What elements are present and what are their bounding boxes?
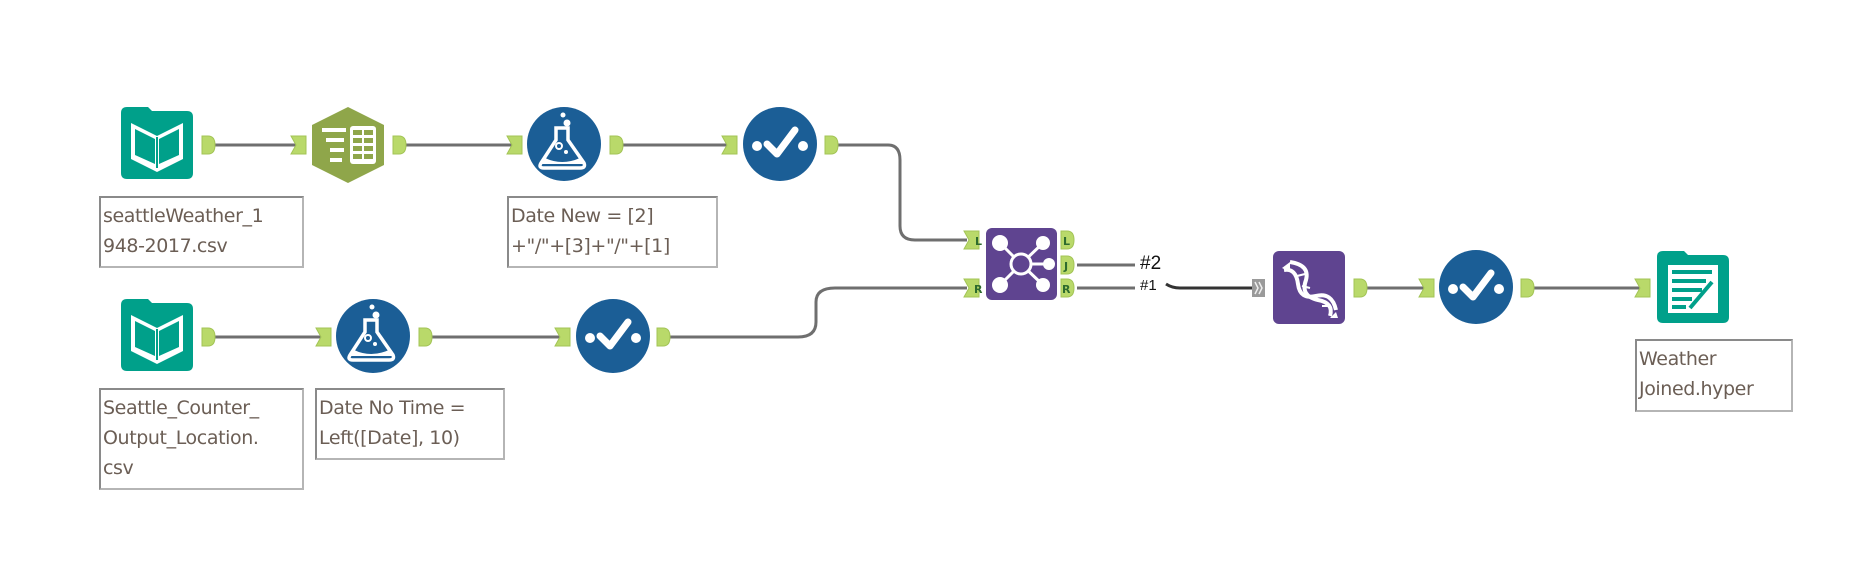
flask-icon [336, 299, 410, 373]
output-anchor[interactable] [201, 135, 216, 155]
svg-text:J: J [1063, 260, 1068, 273]
input-data-tool-2[interactable] [121, 299, 216, 371]
auto-field-tool[interactable] [1252, 251, 1368, 324]
connection-join-to-autofield[interactable] [1165, 282, 1255, 290]
output-data-tool[interactable] [1634, 251, 1729, 323]
connection-label-r: #1 [1140, 277, 1157, 294]
table-columns-icon [312, 107, 384, 183]
input-data-tool-1[interactable] [121, 107, 216, 179]
output-anchor[interactable] [824, 135, 839, 155]
input-2-annotation: Seattle_Counter_ Output_Location. csv [99, 388, 304, 490]
output-anchor[interactable] [392, 135, 407, 155]
output-anchor[interactable] [656, 327, 671, 347]
input-1-annotation: seattleWeather_1 948-2017.csv [99, 196, 304, 268]
svg-text:L: L [1063, 235, 1070, 248]
text-to-columns-tool[interactable] [290, 107, 407, 183]
book-icon [121, 299, 193, 371]
output-annotation: Weather Joined.hyper [1635, 339, 1793, 412]
select-tool-3[interactable] [1418, 250, 1535, 324]
formula-tool-2[interactable] [315, 299, 433, 373]
join-tool[interactable]: L R L J [963, 228, 1075, 300]
join-input-left[interactable]: L [963, 230, 982, 250]
dna-icon [1273, 251, 1345, 324]
check-icon [1439, 250, 1513, 324]
output-anchor[interactable] [609, 135, 624, 155]
output-anchor[interactable] [418, 327, 433, 347]
select-tool-1[interactable] [721, 107, 839, 181]
join-output-join[interactable]: J [1060, 255, 1075, 275]
flask-icon [527, 107, 601, 181]
join-output-left[interactable]: L [1060, 230, 1075, 250]
svg-text:L: L [975, 235, 982, 248]
join-input-right[interactable]: R [963, 278, 983, 298]
connection-select2-to-join-right[interactable] [670, 286, 967, 339]
join-output-right[interactable]: R [1060, 278, 1075, 298]
join-network-icon [986, 228, 1057, 300]
output-anchor[interactable] [1520, 278, 1535, 298]
formula-tool-1[interactable] [506, 107, 624, 181]
svg-text:R: R [1062, 283, 1071, 296]
formula-2-annotation: Date No Time = Left([Date], 10) [315, 388, 505, 460]
document-edit-icon [1657, 251, 1729, 323]
output-anchor[interactable] [201, 327, 216, 347]
book-icon [121, 107, 193, 179]
connections [214, 143, 1640, 339]
connection-label-j: #2 [1140, 253, 1162, 274]
formula-1-annotation: Date New = [2] +"/"+[3]+"/"+[1] [507, 196, 718, 268]
select-tool-2[interactable] [554, 299, 671, 373]
connection-select1-to-join-left[interactable] [838, 143, 967, 242]
multi-input-anchor[interactable] [1252, 279, 1265, 297]
check-icon [743, 107, 817, 181]
output-anchor[interactable] [1353, 278, 1368, 298]
check-icon [576, 299, 650, 373]
svg-text:R: R [974, 283, 983, 296]
